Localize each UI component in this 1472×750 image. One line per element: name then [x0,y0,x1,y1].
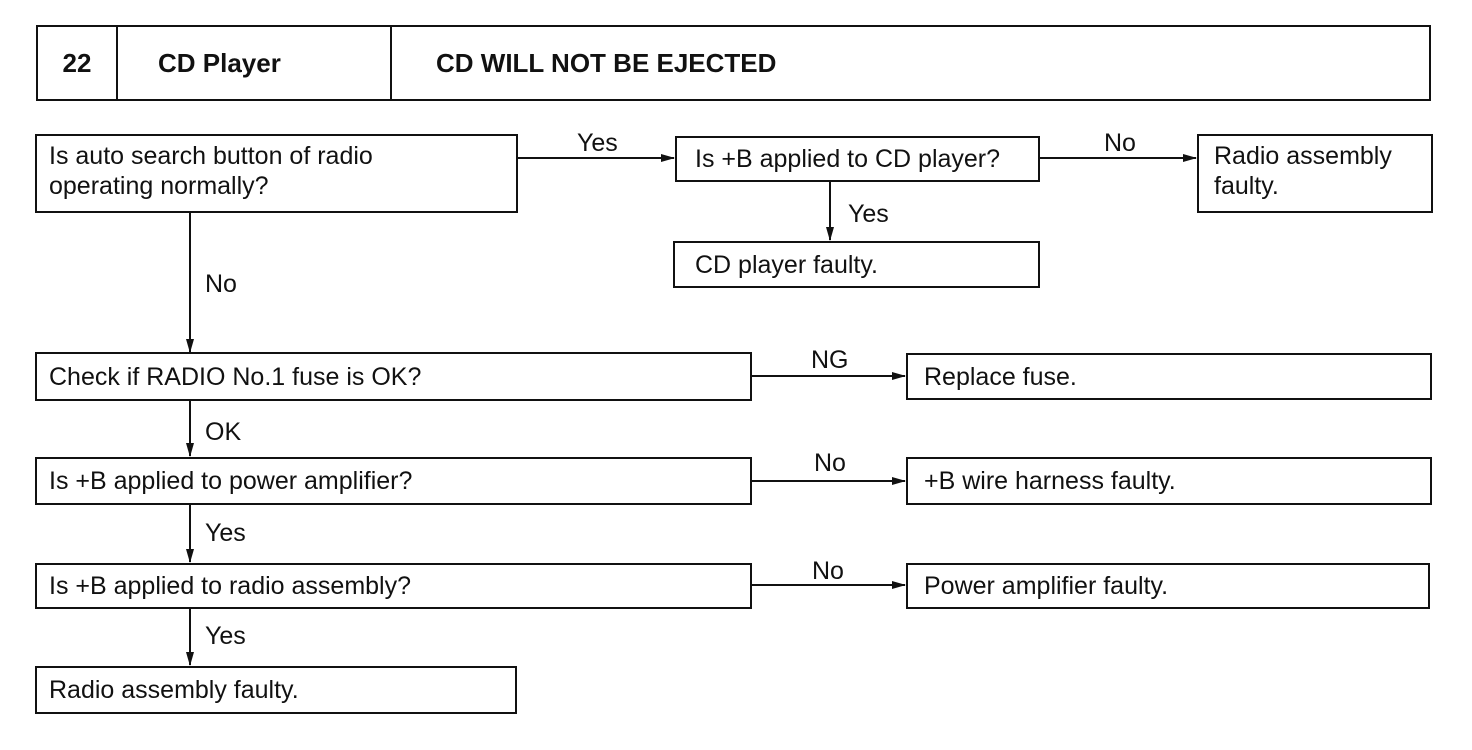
label-radio-assembly-yes: Yes [205,622,246,650]
result-b-wire-harness: +B wire harness faulty. [906,457,1432,505]
result-replace-fuse: Replace fuse. [906,353,1432,400]
result-radio-faulty-bottom: Radio assembly faulty. [35,666,517,714]
header-system-cell: CD Player [118,27,392,99]
result-radio-faulty-top: Radio assembly faulty. [1197,134,1433,213]
label-power-amp-yes: Yes [205,519,246,547]
question-b-radio-assembly: Is +B applied to radio assembly? [35,563,752,609]
label-power-amp-no: No [814,449,846,477]
label-radio-assembly-no: No [812,557,844,585]
result-cd-player-faulty: CD player faulty. [673,241,1040,288]
header-system: CD Player [158,47,281,78]
header-number: 22 [62,47,92,78]
label-fuse-ng: NG [811,346,849,374]
label-fuse-ok: OK [205,418,242,446]
header-symptom-cell: CD WILL NOT BE EJECTED [392,27,1429,99]
label-auto-search-no: No [205,270,237,298]
troubleshooting-header: 22 CD Player CD WILL NOT BE EJECTED [36,25,1431,101]
question-b-power-amplifier: Is +B applied to power amplifier? [35,457,752,505]
label-cd-player-yes: Yes [848,200,889,228]
question-auto-search: Is auto search button of radio operating… [35,134,518,213]
result-power-amplifier-faulty: Power amplifier faulty. [906,563,1430,609]
header-number-cell: 22 [38,27,118,99]
label-cd-player-no: No [1104,129,1136,157]
question-b-cd-player: Is +B applied to CD player? [675,136,1040,182]
header-symptom: CD WILL NOT BE EJECTED [436,47,777,78]
question-fuse: Check if RADIO No.1 fuse is OK? [35,352,752,401]
label-auto-search-yes: Yes [577,129,618,157]
